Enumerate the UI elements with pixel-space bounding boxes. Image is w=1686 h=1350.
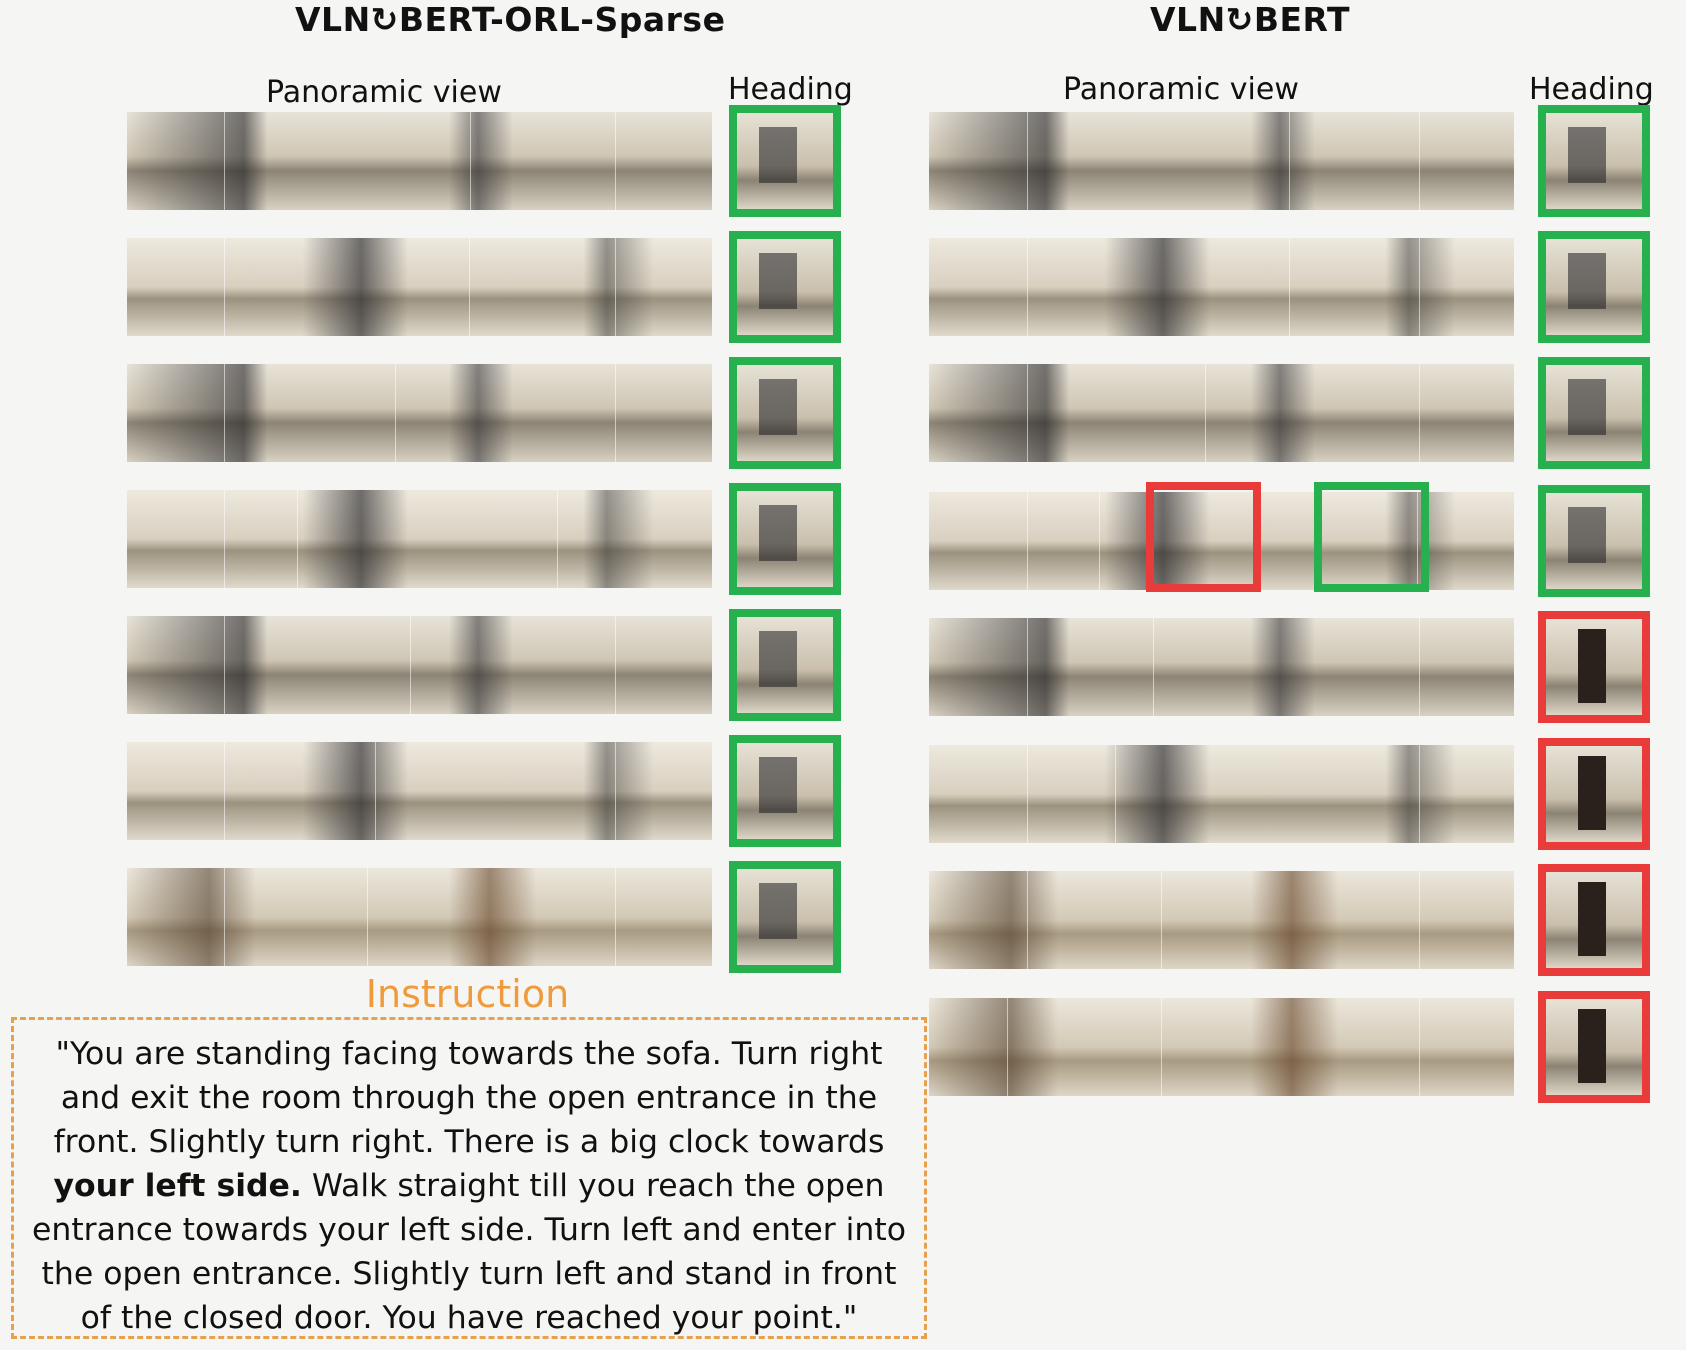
right-heading-step-5 [1538,611,1650,723]
right-heading-step-8 [1538,991,1650,1103]
right-panorama-step-8 [929,998,1514,1096]
left-panorama-step-6 [127,742,712,840]
left-panorama-step-3 [127,364,712,462]
left-panorama-step-1 [127,112,712,210]
right-panorama-step-6 [929,745,1514,843]
right-heading-label: Heading [1529,72,1654,107]
left-heading-step-4 [729,483,841,595]
left-panoramic-label: Panoramic view [266,75,502,110]
left-heading-step-5 [729,609,841,721]
left-heading-step-3 [729,357,841,469]
right-panoramic-label: Panoramic view [1063,72,1299,107]
right-step-4-correct-choice-box [1314,482,1429,592]
left-heading-step-2 [729,231,841,343]
right-step-4-wrong-choice-box [1146,482,1261,592]
left-column-title: VLN↻BERT-ORL-Sparse [295,0,726,39]
right-panorama-step-5 [929,618,1514,716]
instruction-text-bold: your left side. [53,1168,302,1204]
left-heading-step-1 [729,105,841,217]
right-panorama-step-3 [929,364,1514,462]
instruction-text-part-2: Walk straight till you reach the open en… [31,1168,907,1336]
right-column-title: VLN↻BERT [1150,0,1350,39]
right-heading-step-7 [1538,864,1650,976]
right-panorama-step-4 [929,492,1514,590]
left-heading-step-7 [729,861,841,973]
instruction-text-part-1: "You are standing facing towards the sof… [53,1036,885,1160]
left-panorama-step-2 [127,238,712,336]
left-panorama-step-7 [127,868,712,966]
right-heading-step-4 [1538,485,1650,597]
right-panorama-step-1 [929,112,1514,210]
instruction-title: Instruction [365,972,570,1016]
right-panorama-step-2 [929,238,1514,336]
right-heading-step-2 [1538,231,1650,343]
left-panorama-step-5 [127,616,712,714]
right-panorama-step-7 [929,871,1514,969]
right-heading-step-1 [1538,105,1650,217]
left-heading-label: Heading [728,72,853,107]
right-heading-step-3 [1538,357,1650,469]
right-heading-step-6 [1538,738,1650,850]
instruction-box: "You are standing facing towards the sof… [11,1017,927,1339]
left-panorama-step-4 [127,490,712,588]
left-heading-step-6 [729,735,841,847]
